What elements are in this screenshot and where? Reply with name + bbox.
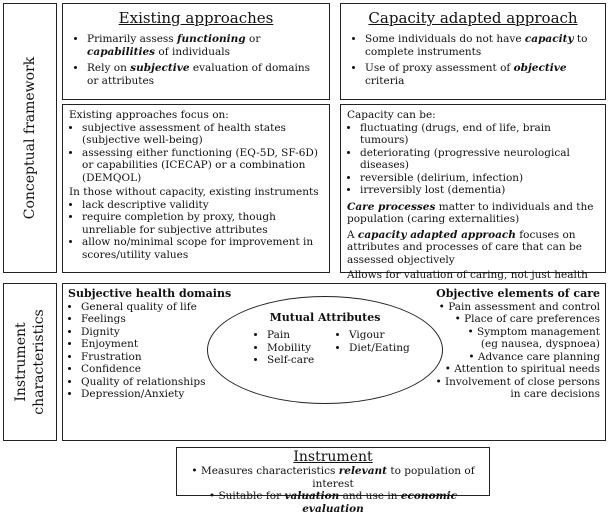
existing-detail-heading-2: In those without capacity, existing inst…	[69, 186, 319, 198]
conceptual-framework-label: Conceptual framework	[22, 56, 38, 220]
subjective-domain-item: Dignity	[81, 326, 268, 339]
mutual-attributes-right: Vigour Diet/Eating	[336, 329, 410, 354]
existing-approaches-title: Existing approaches	[118, 9, 274, 27]
instrument-box: Instrument • Measures characteristics re…	[176, 447, 490, 515]
objective-element-item: • Advance care planning	[468, 350, 600, 363]
objective-element-item: • Place of care preferences	[454, 313, 600, 325]
subjective-domain-item: Frustration	[81, 351, 268, 364]
instrument-title: Instrument	[293, 449, 373, 465]
mutual-attribute-item: Diet/Eating	[349, 342, 410, 355]
objective-element-item: • Symptom management	[467, 325, 601, 338]
subjective-domain-item: Quality of relationships	[81, 376, 268, 389]
mutual-attributes-ellipse: Mutual Attributes Pain Mobility Self-car…	[207, 296, 443, 404]
capacity-bullet-1: Some individuals do not have capacity to…	[365, 33, 597, 58]
capacity-approach-title: Capacity adapted approach	[368, 9, 578, 27]
capacity-adapted-text: A capacity adapted approach focuses on a…	[347, 228, 582, 266]
capacity-approach-box: Capacity adapted approach Some individua…	[340, 3, 606, 100]
objective-elements-title: Objective elements of care	[436, 287, 600, 300]
objective-element-item: • Pain assessment and control	[438, 300, 600, 313]
mutual-attributes-title: Mutual Attributes	[269, 311, 381, 324]
capacity-detail-heading: Capacity can be:	[347, 109, 436, 121]
instrument-characteristics-label: Instrument characteristics	[12, 302, 48, 422]
objective-element-item: in care decisions	[510, 388, 600, 400]
capacity-detail-item: fluctuating (drugs, end of life, brain t…	[360, 122, 599, 147]
instrument-characteristics-line2: characteristics	[31, 309, 47, 415]
care-processes-text: Care processes matter to individuals and…	[347, 200, 594, 226]
subjective-domain-item: General quality of life	[81, 301, 268, 314]
subjective-domain-item: Confidence	[81, 363, 268, 376]
capacity-detail-item: deteriorating (progressive neurological …	[360, 147, 599, 172]
subjective-domain-item: Enjoyment	[81, 338, 268, 351]
mutual-attribute-item: Self-care	[267, 354, 314, 367]
existing-detail-item: assessing either functioning (EQ-5D, SF-…	[82, 147, 323, 185]
existing-detail-box: Existing approaches focus on: subjective…	[62, 104, 330, 273]
capacity-bullet-2: Use of proxy assessment of objective cri…	[365, 62, 597, 87]
instrument-characteristics-line1: Instrument	[13, 322, 29, 402]
existing-detail-item: lack descriptive validity	[82, 199, 323, 212]
mutual-attributes-left: Pain Mobility Self-care	[254, 329, 314, 367]
objective-elements: Objective elements of care • Pain assess…	[430, 287, 601, 401]
objective-element-item: • Involvement of close persons	[435, 375, 600, 388]
subjective-domains-title: Subjective health domains	[68, 287, 232, 300]
instrument-characteristics-label-box: Instrument characteristics	[3, 283, 57, 441]
conceptual-framework-label-box: Conceptual framework	[3, 3, 57, 273]
existing-detail-heading: Existing approaches focus on:	[69, 109, 229, 121]
mutual-attribute-item: Mobility	[267, 342, 314, 355]
instrument-bullet-1: • Measures characteristics relevant to p…	[191, 465, 475, 490]
subjective-domain-item: Feelings	[81, 313, 268, 326]
existing-detail-item: subjective assessment of health states (…	[82, 122, 323, 147]
instrument-bullet-2: • Suitable for valuation and use in econ…	[208, 490, 458, 515]
existing-bullet-2: Rely on subjective evaluation of domains…	[87, 62, 321, 87]
mutual-attribute-item: Pain	[267, 329, 314, 342]
existing-detail-item: allow no/minimal scope for improvement i…	[82, 236, 323, 261]
objective-element-item: (eg nausea, dyspnoea)	[480, 338, 600, 350]
objective-element-item: • Attention to spiritual needs	[444, 363, 600, 375]
existing-approaches-box: Existing approaches Primarily assess fun…	[62, 3, 330, 100]
existing-detail-item: require completion by proxy, though unre…	[82, 211, 323, 236]
subjective-domain-item: Depression/Anxiety	[81, 388, 268, 401]
capacity-detail-item: reversible (delirium, infection)	[360, 172, 599, 185]
subjective-domains: Subjective health domains General qualit…	[68, 287, 268, 401]
existing-bullet-1: Primarily assess functioning or capabili…	[87, 33, 321, 58]
mutual-attribute-item: Vigour	[349, 329, 410, 342]
capacity-detail-box: Capacity can be: fluctuating (drugs, end…	[340, 104, 606, 294]
capacity-detail-item: irreversibly lost (dementia)	[360, 184, 599, 197]
